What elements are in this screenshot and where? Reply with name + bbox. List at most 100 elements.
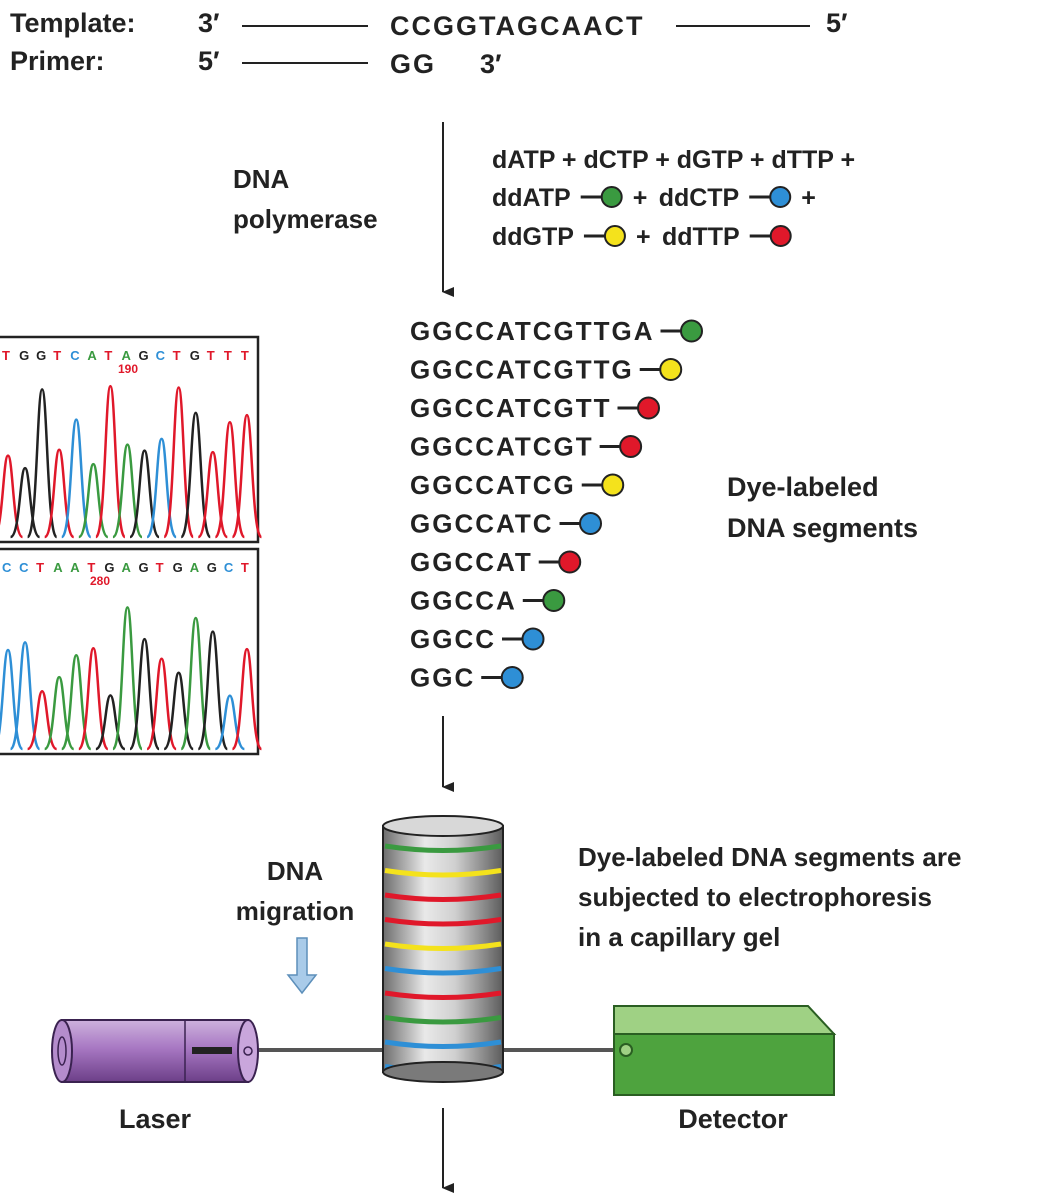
- gel-band-red: [384, 917, 502, 927]
- dye-green-icon: [600, 186, 623, 208]
- fragment-sequence: GGCCATCGT: [410, 432, 594, 462]
- base-call: A: [121, 348, 131, 363]
- migration-label-1: DNA: [267, 856, 324, 886]
- reagents-dntps: dATP + dCTP + dGTP + dTTP +: [492, 146, 855, 174]
- reagent-plus: +: [636, 223, 651, 251]
- fragment-sequence: GGCCATCG: [410, 470, 576, 500]
- fragment-dye-green-icon: [680, 319, 703, 343]
- template-label: Template:: [10, 8, 136, 38]
- capillary-bottom: [382, 1061, 504, 1083]
- gel-band-blue: [384, 966, 502, 976]
- laser-slot: [192, 1047, 232, 1054]
- base-call: G: [207, 560, 217, 575]
- dye-yellow-icon: [603, 225, 626, 247]
- electrophoresis-text-3: in a capillary gel: [578, 922, 780, 952]
- fragment-dye-yellow-icon: [659, 358, 683, 381]
- laser-device: [51, 1019, 259, 1083]
- base-call: A: [87, 348, 97, 363]
- base-call: G: [36, 348, 46, 363]
- base-call: A: [190, 560, 200, 575]
- reagent-ddatp: ddATP: [492, 184, 571, 212]
- primer-3prime: 3′: [480, 49, 502, 79]
- trace-peak: [180, 411, 212, 539]
- base-call: C: [156, 348, 166, 363]
- trace-peak: [231, 413, 263, 539]
- gel-band-green: [384, 843, 502, 853]
- base-call: A: [53, 560, 63, 575]
- base-call: G: [173, 560, 183, 575]
- capillary-gel: [382, 815, 504, 1083]
- trace-peak: [197, 630, 229, 751]
- trace-peak: [77, 647, 110, 751]
- primer-5prime: 5′: [198, 46, 220, 76]
- chromatogram-frame-1: [0, 335, 260, 544]
- fragment-dye-blue-icon: [500, 666, 524, 689]
- reagent-plus: +: [801, 184, 816, 212]
- base-call: A: [121, 560, 131, 575]
- fragment-dye-yellow-icon: [601, 473, 625, 497]
- base-call: G: [190, 348, 200, 363]
- dye-labeled-label-2: DNA segments: [727, 513, 918, 543]
- base-call: T: [104, 348, 112, 363]
- reagent-ddctp: ddCTP: [659, 184, 740, 212]
- detector-front: [613, 1033, 835, 1096]
- detector-aperture: [619, 1043, 633, 1057]
- trace-peak: [94, 384, 127, 539]
- gel-band-blue: [384, 1039, 502, 1049]
- base-call: C: [224, 560, 234, 575]
- fragment-dye-blue-icon: [579, 512, 603, 535]
- detector-top: [613, 1005, 837, 1035]
- trace-peak: [111, 606, 144, 751]
- trace-peak: [26, 388, 58, 539]
- fragment-sequence: GGCCATCGTTG: [410, 355, 634, 385]
- base-call: G: [104, 560, 114, 575]
- reagent-ddttp: ddTTP: [662, 223, 740, 251]
- chromatogram-position-1: 190: [118, 362, 138, 376]
- template-row: Template: 3′ CCGGTAGCAACT 5′: [10, 8, 848, 41]
- template-3prime: 3′: [198, 8, 220, 38]
- base-call: G: [139, 560, 149, 575]
- base-call: T: [87, 560, 95, 575]
- primer-sequence: GG: [390, 49, 436, 79]
- chromatogram-position-2: 280: [90, 574, 110, 588]
- base-call: C: [19, 560, 29, 575]
- polymerase-label-2: polymerase: [233, 204, 378, 234]
- reagent-ddgtp: ddGTP: [492, 223, 574, 251]
- fragment-dye-green-icon: [542, 589, 566, 612]
- reagent-plus: +: [633, 184, 648, 212]
- fragment-dye-red-icon: [637, 396, 660, 420]
- fragment-sequence: GGCC: [410, 624, 496, 654]
- base-call: C: [70, 348, 80, 363]
- base-call: T: [53, 348, 61, 363]
- gel-band-green: [384, 1015, 502, 1025]
- reagent-ddntps: ddATP + ddCTP + ddGTP + ddTTP: [492, 184, 816, 251]
- gel-band-yellow: [384, 941, 502, 951]
- base-call: T: [207, 348, 215, 363]
- base-call: T: [36, 560, 44, 575]
- dye-blue-icon: [769, 186, 792, 208]
- trace-peak: [9, 641, 41, 751]
- chromatogram-peaks-2: [0, 606, 263, 751]
- gel-band-red: [384, 892, 502, 902]
- laser-label: Laser: [119, 1104, 192, 1134]
- gel-band-red: [384, 990, 502, 1000]
- fragment-ladder: GGCCATCGTTGAGGCCATCGTTGGGCCATCGTTGGCCATC…: [410, 316, 703, 693]
- base-call: G: [19, 348, 29, 363]
- base-call: T: [224, 348, 232, 363]
- template-sequence: CCGGTAGCAACT: [390, 11, 644, 41]
- migration-label-2: migration: [236, 896, 354, 926]
- fragment-sequence: GGCCATC: [410, 509, 554, 539]
- fragment-dye-blue-icon: [521, 627, 545, 651]
- fragment-sequence: GGCCATCGTT: [410, 393, 612, 423]
- base-call: G: [139, 348, 149, 363]
- gel-band-yellow: [384, 868, 502, 878]
- base-call: A: [70, 560, 80, 575]
- capillary-bands: [384, 843, 502, 1074]
- laser-end-ring: [57, 1036, 67, 1066]
- fragment-sequence: GGCCAT: [410, 547, 533, 577]
- fragment-dye-red-icon: [558, 550, 582, 574]
- template-5prime: 5′: [826, 8, 848, 38]
- base-call: T: [241, 348, 249, 363]
